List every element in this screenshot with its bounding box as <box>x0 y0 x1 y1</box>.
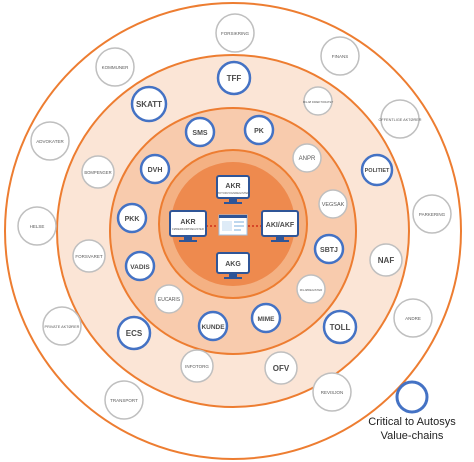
node-label: TFF <box>227 74 242 83</box>
node-label: VEGSAK <box>322 202 345 208</box>
node-private-aktorer: PRIVATE AKTØRER <box>42 306 82 346</box>
node-ecs: ECS <box>116 315 152 351</box>
node-label: FORSIKRING <box>221 31 250 36</box>
node-finans: FINANS <box>320 36 360 76</box>
core-sublabel-akr-top: MOTORVOGNREGISTER <box>217 191 250 195</box>
node-miljoregister: MILJØREGISTER <box>296 274 326 304</box>
monitor-akr-left: AKR FØRERKORTREGISTER <box>169 210 207 242</box>
node-toll: TOLL <box>322 309 358 345</box>
node-label: FINANS <box>332 54 349 59</box>
node-politiet: POLITIET <box>360 153 394 187</box>
node-label: ANPR <box>299 156 316 162</box>
node-sbtj: SBTJ <box>313 233 345 265</box>
node-label: ECS <box>126 329 143 338</box>
node-label: REVISJON <box>321 390 344 395</box>
node-parkering: PARKERING <box>412 194 452 234</box>
node-label: TOLL <box>330 323 351 332</box>
node-label: SMS <box>192 130 208 137</box>
node-mime: MIME <box>250 302 282 334</box>
node-kommuner: KOMMUNER <box>95 47 135 87</box>
node-label: VADIS <box>130 264 150 271</box>
node-tff: TFF <box>216 60 252 96</box>
node-infotorg: INFOTORG <box>180 349 214 383</box>
core-label-akg: AKG <box>225 261 241 268</box>
core-label-akr-top: AKR <box>225 183 240 190</box>
node-label: EUCARIS <box>158 297 181 303</box>
core-sublabel-akr-left: FØRERKORTREGISTER <box>172 227 204 231</box>
node-dvh: DVH <box>139 153 171 185</box>
node-label: NAF <box>378 256 395 265</box>
node-pkk: PKK <box>116 202 148 234</box>
node-naf: NAF <box>369 243 403 277</box>
core-label-akr-left: AKR <box>180 219 195 226</box>
node-label: PARKERING <box>419 212 446 217</box>
node-pk: PK <box>243 114 275 146</box>
monitor-screen <box>219 178 247 196</box>
core-label-aki-akf: AKI/AKF <box>266 222 295 229</box>
legend-line-2: Value-chains <box>381 430 444 442</box>
node-label: KUNDE <box>201 324 225 331</box>
node-forsikring: FORSIKRING <box>215 13 255 53</box>
node-label: KOMMUNER <box>102 65 129 70</box>
legend-critical-marker <box>395 380 429 414</box>
monitor-stand <box>229 273 237 277</box>
node-transport: TRANSPORT <box>104 380 144 420</box>
third-ring-nodes: SMS PK DVH ANPR PKK VEGSAK SBTJ VADIS <box>116 114 348 342</box>
monitor-base <box>179 240 197 242</box>
node-anpr: ANPR <box>292 143 322 173</box>
node-forsvaret: FORSVARET <box>72 239 106 273</box>
monitor-stand <box>229 198 237 202</box>
node-label: SBTJ <box>320 247 338 254</box>
monitor-akr-top: AKR MOTORVOGNREGISTER <box>216 175 250 204</box>
legend: Critical to Autosys Value-chains <box>368 380 456 442</box>
node-revisjon: REVISJON <box>312 372 352 412</box>
node-label: DVH <box>148 167 163 174</box>
monitor-base <box>271 240 289 242</box>
node-eucaris: EUCARIS <box>154 284 184 314</box>
node-label: INFOTORG <box>185 364 209 369</box>
monitor-base <box>224 277 242 279</box>
node-label: HELSE <box>30 224 45 229</box>
node-label: SKATT <box>136 100 162 109</box>
legend-line-1: Critical to Autosys <box>368 416 456 428</box>
node-kunde: KUNDE <box>197 310 229 342</box>
node-label: MILJØREGISTER <box>300 288 323 292</box>
node-label: MIME <box>258 316 276 323</box>
node-ofv: OFV <box>264 351 298 385</box>
node-helse: HELSE <box>17 206 57 246</box>
node-label: ANDRE <box>405 316 421 321</box>
node-label: BOMPENGER <box>84 170 111 175</box>
node-label: ADVOKATER <box>36 139 64 144</box>
node-label: PK <box>254 128 264 135</box>
monitor-stand <box>276 236 284 240</box>
node-label: PRIVATE AKTØRER <box>45 325 80 329</box>
node-label: POLITIET <box>365 168 390 174</box>
monitor-base <box>224 202 242 204</box>
node-offentlige-aktorer: OFFENTLIGE AKTØRER <box>378 99 422 139</box>
second-ring-nodes: TFF SKATT MILJØ DIREKTORATET POLITIET BO… <box>72 60 403 385</box>
system-screenshot-icon <box>218 214 248 236</box>
node-miljo-direktoratet: MILJØ DIREKTORATET <box>303 86 334 116</box>
node-andre: ANDRE <box>393 298 433 338</box>
node-label: FORSVARET <box>75 254 102 259</box>
node-sms: SMS <box>184 116 216 148</box>
node-bompenger: BOMPENGER <box>81 155 115 189</box>
monitor-akg: AKG <box>216 252 250 279</box>
node-label: PKK <box>125 216 140 223</box>
monitor-stand <box>184 236 192 240</box>
node-vadis: VADIS <box>124 250 156 282</box>
outer-ring-nodes: FORSIKRING FINANS KOMMUNER OFFENTLIGE AK… <box>17 13 452 420</box>
node-label: OFV <box>273 364 290 373</box>
node-label: OFFENTLIGE AKTØRER <box>378 118 421 122</box>
node-label: MILJØ DIREKTORATET <box>303 100 334 104</box>
node-skatt: SKATT <box>130 85 168 123</box>
monitor-aki-akf: AKI/AKF <box>261 210 299 242</box>
node-label: TRANSPORT <box>110 398 138 403</box>
node-advokater: ADVOKATER <box>30 121 70 161</box>
node-vegsak: VEGSAK <box>318 189 348 219</box>
